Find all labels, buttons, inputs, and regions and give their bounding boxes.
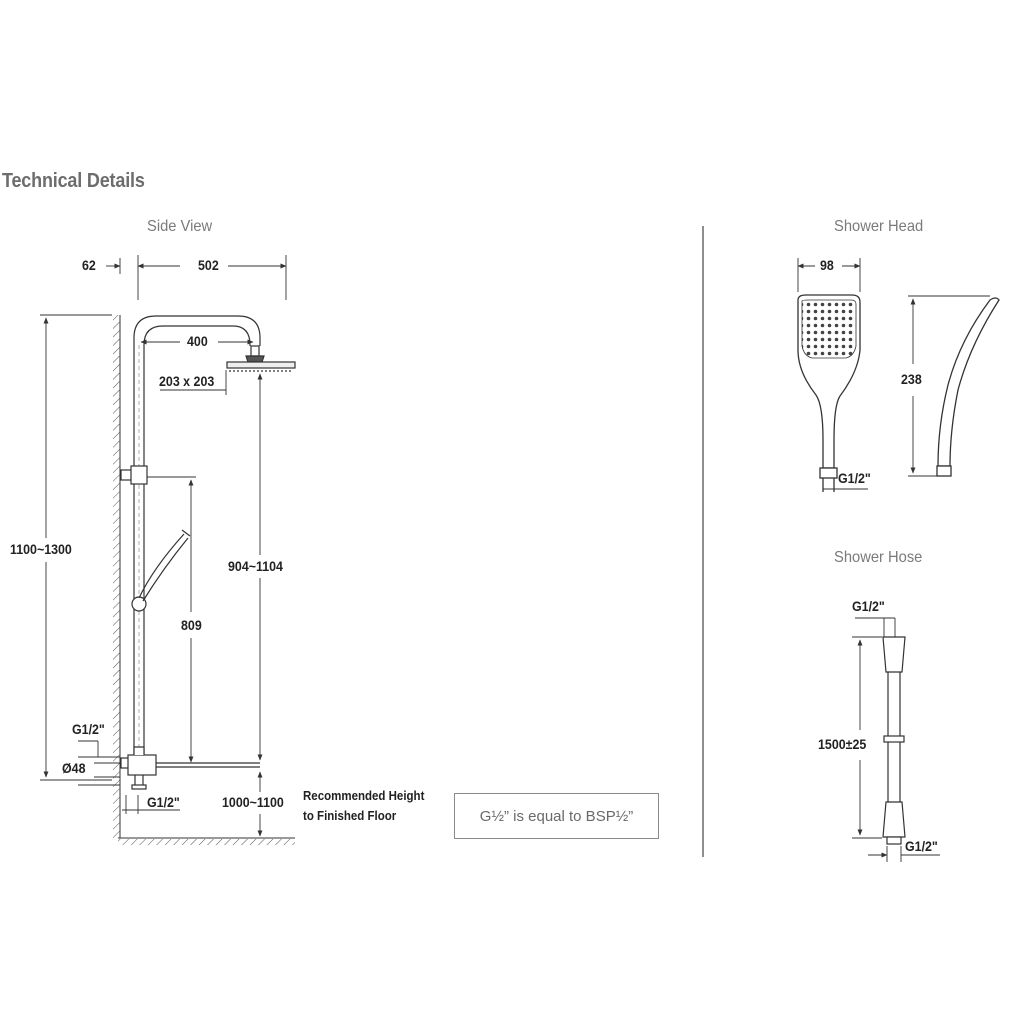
note-line-2: to Finished Floor: [303, 809, 397, 823]
dim-handset-width: 98: [820, 258, 834, 273]
dim-arm-length: 400: [187, 334, 208, 349]
bsp-note-box: G½” is equal to BSP½”: [454, 793, 659, 839]
overhead-shower: [226, 345, 296, 372]
handset-side: [936, 297, 1000, 477]
dim-total-height: 1100~1300: [10, 542, 72, 557]
bsp-note-text: G½” is equal to BSP½”: [479, 807, 634, 825]
page-title: Technical Details: [2, 170, 145, 192]
dim-rail-length: 809: [181, 618, 202, 633]
hose-dimensions: [852, 617, 940, 862]
dim-hose-top: G1/2": [852, 599, 885, 614]
dim-inlet-upper: G1/2": [72, 722, 105, 737]
riser-pipe: [133, 315, 261, 760]
wall: [113, 315, 121, 838]
dim-handset-length: 238: [901, 372, 922, 387]
side-view-dimensions: [40, 255, 287, 837]
slider-handset: [131, 529, 191, 612]
shower-hose-heading: Shower Hose: [834, 549, 923, 566]
recommended-height-note: Recommended Height to Finished Floor: [303, 786, 424, 826]
note-line-1: Recommended Height: [303, 789, 425, 803]
dim-arm-reach: 502: [198, 258, 219, 273]
dim-valve-height: 1000~1100: [222, 795, 284, 810]
dim-hose-length: 1500±25: [818, 737, 867, 752]
side-view-heading: Side View: [147, 218, 213, 235]
dim-handset-connection: G1/2": [838, 471, 871, 486]
mixer-valve: [120, 746, 260, 790]
wall-bracket: [120, 465, 148, 485]
dim-head-size: 203 x 203: [159, 374, 215, 389]
floor: [118, 837, 295, 845]
dim-inlet-lower: G1/2": [147, 795, 180, 810]
shower-head-dimensions: [797, 258, 990, 477]
dim-pipe-diameter: Ø48: [62, 761, 86, 776]
dim-head-height: 904~1104: [228, 559, 283, 574]
handset-front: [797, 294, 868, 492]
shower-head-heading: Shower Head: [834, 218, 924, 235]
dim-hose-bottom: G1/2": [905, 839, 938, 854]
hose: [882, 636, 906, 845]
dim-wall-offset: 62: [82, 258, 96, 273]
